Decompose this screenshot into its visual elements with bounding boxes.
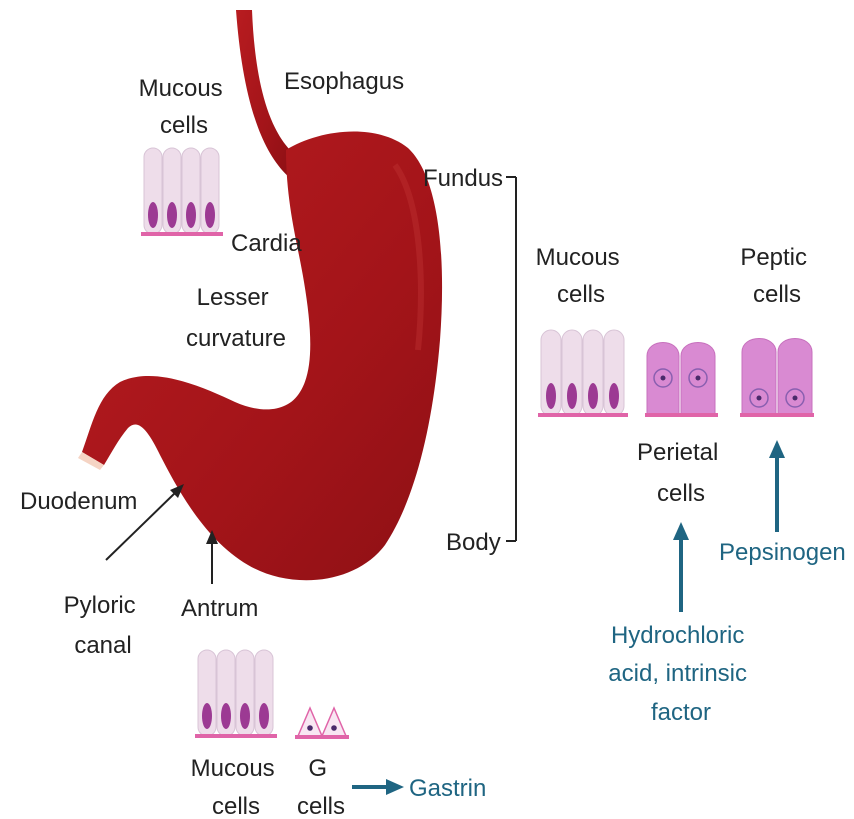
peptic-cells-group — [740, 339, 814, 418]
pyloric-canal-label: Pyloric canal — [64, 592, 143, 659]
mucous-cells-bottom-label: Mucous cells — [191, 755, 282, 819]
mucous-cells-top-label: Mucous cells — [139, 75, 230, 139]
basement-membrane — [740, 413, 814, 417]
nucleus — [609, 383, 619, 409]
fundus-body-bracket — [506, 177, 516, 541]
nucleolus — [696, 376, 701, 381]
mucous-cells-bottom-group — [195, 650, 277, 738]
fundus-label: Fundus — [423, 165, 503, 192]
esophagus-tube — [236, 10, 290, 178]
mucous-cells-top-group — [141, 148, 223, 236]
parietal-cells-label: Perietal cells — [637, 439, 725, 507]
parietal-cells-group — [645, 343, 718, 418]
basement-membrane — [295, 735, 349, 739]
lesser-curvature-label: Lesser curvature — [186, 284, 286, 352]
mucous-cells-right-group — [538, 330, 628, 417]
gastrin-arrow — [352, 779, 404, 795]
nucleus — [259, 703, 269, 729]
nucleus — [186, 202, 196, 228]
mucous-cells-right-label: Mucous cells — [536, 244, 627, 308]
nucleus — [221, 703, 231, 729]
antrum-label: Antrum — [181, 595, 258, 622]
hcl-intrinsic-label: Hydrochloric acid, intrinsic factor — [608, 622, 753, 726]
hcl-arrow — [673, 522, 689, 612]
nucleus — [240, 703, 250, 729]
nucleolus — [793, 396, 798, 401]
nucleus — [567, 383, 577, 409]
g-cell — [298, 708, 322, 736]
nucleus — [148, 202, 158, 228]
g-cell — [322, 708, 346, 736]
nucleus — [205, 202, 215, 228]
nucleus — [546, 383, 556, 409]
duodenum-label: Duodenum — [20, 488, 137, 515]
esophagus-label: Esophagus — [284, 68, 404, 95]
nucleus — [167, 202, 177, 228]
nucleolus — [661, 376, 666, 381]
basement-membrane — [195, 734, 277, 738]
basement-membrane — [645, 413, 718, 417]
gastrin-label: Gastrin — [409, 775, 486, 802]
nucleolus — [757, 396, 762, 401]
cardia-label: Cardia — [231, 230, 302, 257]
pepsinogen-label: Pepsinogen — [719, 539, 846, 566]
basement-membrane — [538, 413, 628, 417]
nucleus — [307, 725, 313, 731]
basement-membrane — [141, 232, 223, 236]
nucleus — [588, 383, 598, 409]
nucleus — [202, 703, 212, 729]
g-cells-group — [295, 708, 349, 739]
pepsinogen-arrow — [769, 440, 785, 532]
nucleus — [331, 725, 337, 731]
g-cells-label: G cells — [297, 755, 345, 819]
body-label: Body — [446, 529, 501, 556]
peptic-cells-label: Peptic cells — [740, 244, 813, 308]
